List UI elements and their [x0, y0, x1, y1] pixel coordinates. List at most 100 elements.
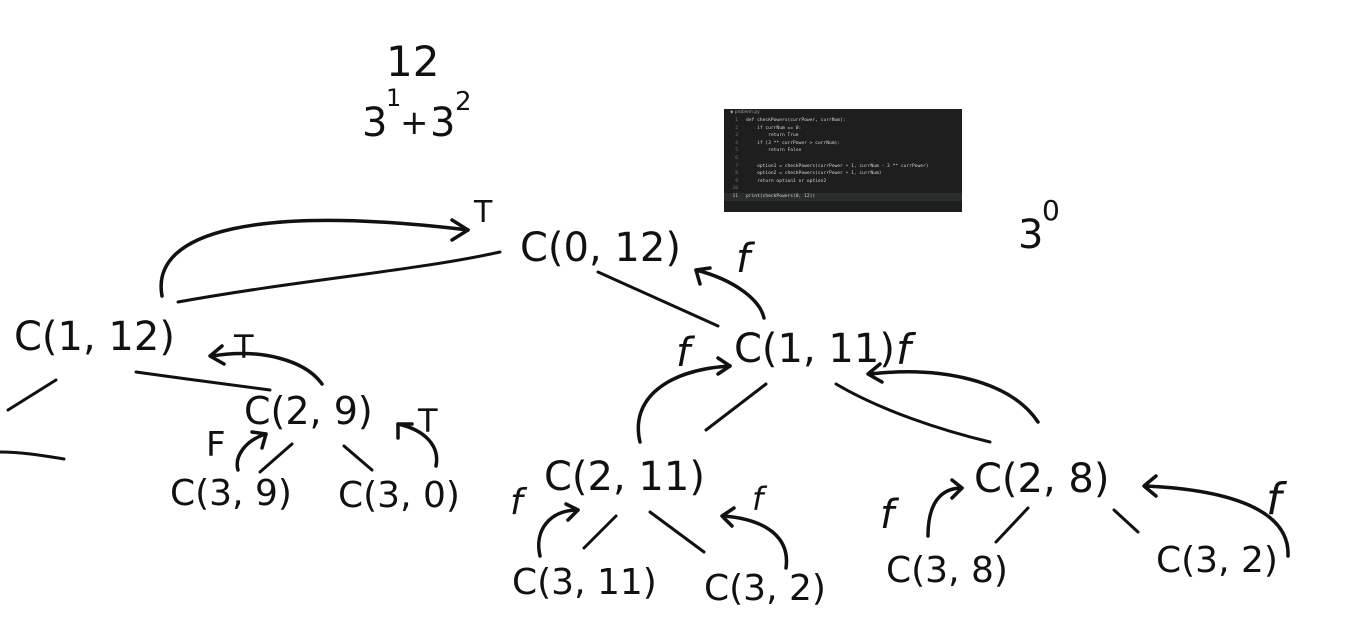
code-line: 6	[724, 155, 962, 163]
node-c-2-11: C(2, 11)	[544, 454, 705, 500]
arrow-c-2-11-to-c-1-11	[636, 364, 732, 444]
code-line-text: print(checkPowers(0, 12))	[746, 193, 816, 199]
code-line-number: 7	[735, 163, 738, 169]
arrow-c-3-2-right-up-head	[1142, 474, 1158, 498]
code-line-number: 8	[735, 171, 738, 177]
decomposition-exponent-1: 1	[386, 84, 401, 112]
code-line: 3 return True	[724, 132, 962, 140]
arrow-c-3-8-up	[926, 486, 964, 538]
code-line: 7 option1 = checkPowers(currPower + 1, c…	[724, 163, 962, 171]
node-c-3-8: C(3, 8)	[886, 550, 1008, 591]
edge-c-1-11-to-c-2-11	[704, 382, 768, 432]
arrow-c-3-2-left-up	[722, 514, 789, 570]
edge-c-2-11-to-c-3-2	[648, 510, 706, 554]
arrow-c-1-12-to-root-head	[450, 218, 470, 242]
arrow-c-3-0-up	[396, 422, 439, 468]
code-line: 10	[724, 185, 962, 193]
arrow-c-1-11-to-root-head	[694, 266, 712, 286]
arrow-c-3-11-up-head	[564, 502, 580, 522]
code-line-text: option2 = checkPowers(currPower + 1, cur…	[746, 171, 882, 177]
code-file-tab: ◆ problem.py	[724, 109, 962, 117]
arrow-c-1-11-to-root	[694, 268, 766, 320]
code-line-text: option1 = checkPowers(currPower + 1, cur…	[746, 163, 929, 169]
python-file-icon: ◆	[730, 110, 735, 115]
arrow-c-3-2-right-up	[1144, 484, 1290, 558]
result-c-3-2-left-false: f	[752, 480, 768, 518]
code-line: 2 if currNum == 0:	[724, 125, 962, 133]
result-c-1-12-true: T	[233, 328, 254, 366]
arrow-c-2-8-to-c-1-11	[868, 370, 1040, 424]
result-c-1-11-false-left: f	[676, 330, 696, 376]
code-line: 8 option2 = checkPowers(currPower + 1, c…	[724, 170, 962, 178]
arrow-c-3-9-up	[235, 432, 268, 472]
target-number: 12	[386, 37, 439, 86]
code-line-number: 1	[735, 118, 738, 123]
result-c-2-11-false: f	[510, 482, 528, 523]
code-line-number: 11	[732, 193, 738, 199]
decomposition-base-2: 3	[430, 100, 455, 146]
code-file-name: problem.py	[734, 110, 760, 115]
node-c-3-0: C(3, 0)	[338, 475, 460, 516]
code-line-number: 2	[735, 125, 738, 131]
node-c-3-9: C(3, 9)	[170, 473, 292, 514]
code-line-number: 3	[735, 133, 738, 139]
result-c-1-11-false-right: f	[896, 325, 917, 374]
result-root-true: T	[473, 195, 493, 230]
arrow-c-2-8-to-c-1-11-head	[866, 362, 884, 384]
result-c-1-11-false-up: f	[736, 236, 756, 282]
result-c-3-0-true: T	[417, 402, 438, 440]
edge-c-2-9-to-c-3-9	[258, 442, 294, 474]
result-c-2-8-false-right: f	[1266, 474, 1288, 525]
edge-c-1-12-left-branch	[6, 378, 58, 412]
node-c-3-2-left: C(3, 2)	[704, 568, 826, 609]
edge-c-1-12-to-c-2-9	[134, 370, 272, 392]
code-line: 9 return option1 or option2	[724, 178, 962, 186]
tree-edges	[0, 250, 1140, 554]
result-c-2-8-false-left: f	[880, 492, 900, 538]
arrow-c-3-2-left-up-head	[720, 506, 736, 528]
code-line-text: if (3 ** currPower > currNum):	[746, 140, 841, 146]
arrow-c-3-11-up	[537, 508, 580, 558]
arrow-c-1-12-to-root	[159, 218, 470, 298]
edge-far-left-branch	[0, 450, 66, 461]
edge-c-2-8-to-c-3-8	[994, 506, 1030, 544]
code-line-number: 5	[735, 148, 738, 154]
code-line-number: 10	[732, 186, 738, 192]
node-c-2-9: C(2, 9)	[244, 389, 373, 433]
code-line: 4 if (3 ** currPower > currNum):	[724, 140, 962, 148]
code-line-text: return True	[746, 133, 799, 139]
edge-c-2-9-to-c-3-0	[342, 444, 374, 472]
node-c-3-11: C(3, 11)	[512, 562, 657, 603]
arrow-c-2-9-to-c-1-12	[210, 351, 324, 386]
side-power-base: 3	[1018, 212, 1043, 258]
node-c-3-2-right: C(3, 2)	[1156, 540, 1278, 581]
code-line-number: 9	[735, 178, 738, 184]
node-c-1-11: C(1, 11)	[734, 326, 895, 372]
arrow-c-2-11-to-c-1-11-head	[716, 356, 732, 376]
code-line-text: if currNum == 0:	[746, 125, 802, 131]
arrow-c-3-0-up-head	[396, 422, 414, 440]
edge-c-2-11-to-c-3-11	[582, 514, 618, 550]
result-c-3-9-false: F	[206, 425, 226, 465]
edge-root-to-c-1-11	[596, 270, 720, 328]
code-line: 5 return False	[724, 147, 962, 155]
code-line-text: return option1 or option2	[746, 178, 827, 184]
edge-c-1-11-to-c-2-8	[834, 382, 992, 444]
code-line-number: 4	[735, 140, 738, 146]
decomposition-base-1: 3	[362, 100, 387, 146]
code-line: 11 print(checkPowers(0, 12))	[724, 192, 962, 201]
node-c-0-12: C(0, 12)	[520, 225, 681, 271]
node-c-1-12: C(1, 12)	[14, 314, 175, 360]
edge-c-2-8-to-c-3-2	[1112, 508, 1140, 534]
arrow-c-2-9-to-c-1-12-head	[208, 344, 226, 366]
node-c-2-8: C(2, 8)	[974, 456, 1109, 502]
decomposition-exponent-2: 2	[455, 87, 472, 117]
decomposition-plus: +	[400, 103, 429, 143]
return-arrows	[159, 218, 1290, 570]
edge-root-to-c-1-12	[176, 250, 502, 304]
arrow-c-3-9-up-head	[250, 430, 268, 450]
arrow-c-3-8-up-head	[950, 478, 964, 500]
